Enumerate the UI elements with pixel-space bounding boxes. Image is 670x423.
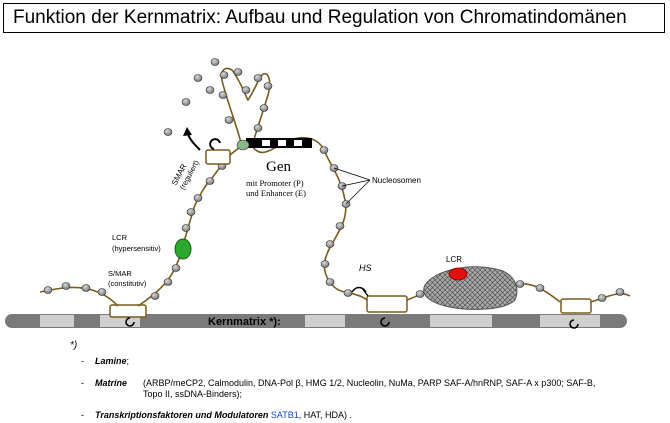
smar-constitutive-label: S/MAR: [108, 269, 132, 278]
smar-constitutive-sub: (constitutiv): [108, 279, 147, 288]
mar-box-right: [560, 298, 592, 314]
footnote-item-matrine: -Matrine (ARBP/meCP2, Calmodulin, DNA-Po…: [81, 378, 596, 399]
release-arrow-icon: [183, 127, 201, 151]
footnote-item-transkription: -Transkriptionsfaktoren und Modulatoren …: [81, 410, 353, 420]
loop-icon: [380, 317, 390, 327]
kernmatrix-label: Kernmatrix *):: [208, 316, 281, 328]
footnote-item-lamine: -Lamine;: [81, 356, 130, 366]
attachment-loop-icons: [125, 317, 579, 329]
gene-label: Gen: [266, 159, 291, 175]
promoter-element: [236, 139, 250, 151]
page-title: Funktion der Kernmatrix: Aufbau und Regu…: [13, 7, 627, 28]
condensed-chromatin: [423, 266, 518, 310]
lcr-hypersensitive-label: LCR: [112, 233, 128, 242]
lcr-green-marker: [174, 238, 192, 260]
smar-loop-icon: [209, 138, 221, 150]
mar-box-left: [109, 304, 147, 318]
matrix-segment: [540, 315, 600, 327]
smar-regulated-label: SMAR (reguliert): [170, 158, 201, 191]
matrix-segment: [305, 315, 345, 327]
loop-icon: [569, 319, 579, 329]
nuclear-matrix-bar: [5, 314, 627, 328]
gene-bar: [236, 138, 312, 151]
lcr-red-marker: [448, 267, 468, 281]
nucleosome-pointer-lines: [333, 167, 371, 205]
enhancer-label: und Enhancer (E): [246, 188, 306, 198]
hs-marker-icon: [351, 286, 369, 297]
mar-attachment-boxes: [109, 295, 592, 318]
lcr-hypersensitive-sub: (hypersensitiv): [112, 244, 161, 253]
nucleosomes: [43, 58, 625, 302]
title-box: Funktion der Kernmatrix: Aufbau und Regu…: [3, 3, 665, 33]
matrix-segment: [430, 315, 492, 327]
loop-icon: [125, 317, 135, 327]
footnote-marker: *): [70, 340, 78, 351]
hs-label: HS: [359, 263, 372, 273]
smar-regulated-box: [205, 149, 231, 165]
matrix-segment: [40, 315, 74, 327]
nucleosomes-label: Nucleosomen: [372, 176, 421, 185]
lcr-right-label: LCR: [446, 255, 462, 264]
mar-box-middle: [366, 295, 408, 313]
promoter-label: mit Promoter (P): [246, 178, 304, 188]
